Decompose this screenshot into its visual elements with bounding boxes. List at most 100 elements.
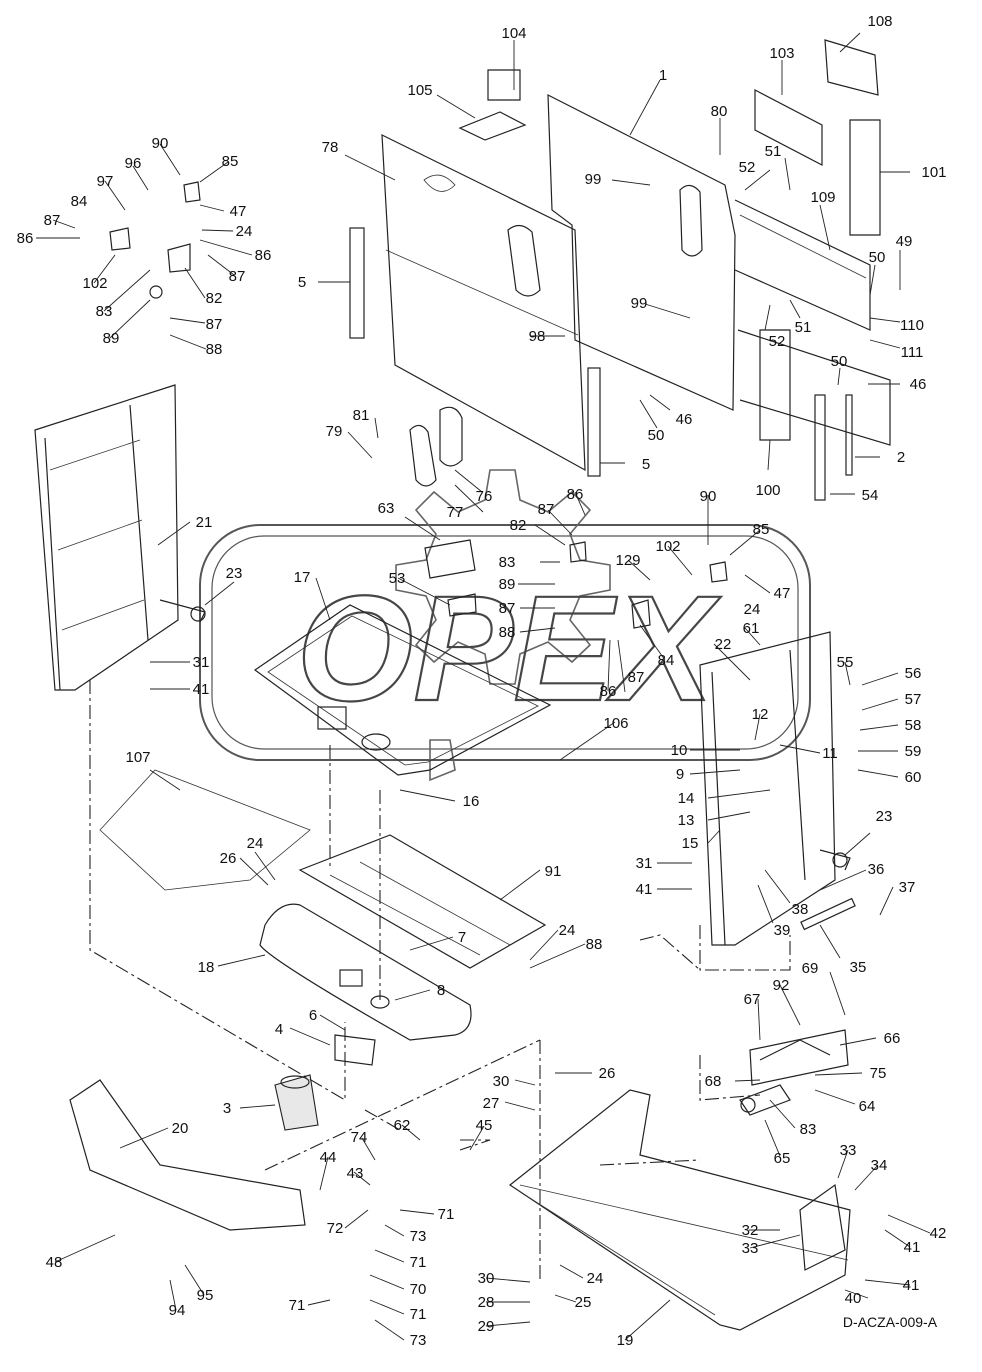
part-label: 29	[478, 1318, 495, 1335]
part-label: 55	[837, 654, 854, 671]
part-label: 56	[905, 665, 922, 682]
part-label: 51	[795, 319, 812, 336]
part-label: 65	[774, 1150, 791, 1167]
part-label: 104	[501, 25, 526, 42]
part-label: 64	[859, 1098, 876, 1115]
part-label: 94	[169, 1302, 186, 1319]
part-label: 16	[463, 793, 480, 810]
part-label: 59	[905, 743, 922, 760]
part-label: 82	[510, 517, 527, 534]
floor-mat	[253, 604, 552, 776]
part-label: 45	[476, 1117, 493, 1134]
part-label: 36	[868, 861, 885, 878]
part-label: 41	[636, 881, 653, 898]
part-label: 26	[599, 1065, 616, 1082]
part-label: 7	[458, 929, 466, 946]
part-label: 47	[230, 203, 247, 220]
part-label: 67	[744, 991, 761, 1008]
part-label: 54	[862, 487, 879, 504]
part-label: 41	[903, 1277, 920, 1294]
right-frame	[699, 631, 856, 946]
part-label: 21	[196, 514, 213, 531]
part-label: 89	[103, 330, 120, 347]
part-label: 31	[193, 654, 210, 671]
part-label: 17	[294, 569, 311, 586]
part-label: 14	[678, 790, 695, 807]
part-label: 83	[800, 1121, 817, 1138]
part-label: 5	[642, 456, 650, 473]
base-frame	[508, 1089, 851, 1331]
part-label: 60	[905, 769, 922, 786]
part-label: 24	[559, 922, 576, 939]
part-label: 42	[930, 1225, 947, 1242]
part-label: 103	[769, 45, 794, 62]
left-frame	[34, 384, 206, 691]
part-label: 69	[802, 960, 819, 977]
bracket-assembly-left	[109, 181, 201, 299]
part-label: 58	[905, 717, 922, 734]
part-label: 85	[753, 521, 770, 538]
part-label: 108	[867, 13, 892, 30]
part-label: 5	[298, 274, 306, 291]
part-label: 71	[410, 1254, 427, 1271]
part-label: 49	[896, 233, 913, 250]
part-label: 71	[410, 1306, 427, 1323]
part-label: 107	[125, 749, 150, 766]
part-label: 109	[810, 189, 835, 206]
part-label: 102	[82, 275, 107, 292]
part-label: 3	[223, 1100, 231, 1117]
part-label: 24	[247, 835, 264, 852]
part-label: 61	[743, 620, 760, 637]
part-label: 70	[410, 1281, 427, 1298]
part-label: 84	[71, 193, 88, 210]
part-label: 46	[676, 411, 693, 428]
bracket-assembly-center	[424, 539, 728, 629]
part-label: 44	[320, 1149, 337, 1166]
part-label: 62	[394, 1117, 411, 1134]
engine-mount	[274, 1034, 376, 1131]
part-label: 68	[705, 1073, 722, 1090]
part-label: 98	[529, 328, 546, 345]
linkage-assembly	[739, 1029, 849, 1116]
part-label: 75	[870, 1065, 887, 1082]
part-label: 90	[152, 135, 169, 152]
part-label: 24	[587, 1270, 604, 1287]
part-label: 24	[236, 223, 253, 240]
part-label: 8	[437, 982, 445, 999]
part-label: 78	[322, 139, 339, 156]
part-label: 101	[921, 164, 946, 181]
part-label: 96	[125, 155, 142, 172]
part-label: 77	[447, 504, 464, 521]
part-label: 79	[326, 423, 343, 440]
part-label: 99	[585, 171, 602, 188]
part-label: 110	[900, 317, 924, 334]
part-label: 51	[765, 143, 782, 160]
part-label: 63	[378, 500, 395, 517]
part-label: 6	[309, 1007, 317, 1024]
part-label: 106	[603, 715, 628, 732]
part-label: 48	[46, 1254, 63, 1271]
part-label: 50	[648, 427, 665, 444]
part-label: 87	[499, 600, 516, 617]
watermark-logo: OPEX	[199, 469, 811, 782]
side-panel	[547, 94, 891, 477]
part-label: 10	[671, 742, 688, 759]
part-label: 87	[44, 212, 61, 229]
part-label: 88	[586, 936, 603, 953]
part-label: 87	[538, 501, 555, 518]
part-label: 22	[715, 636, 732, 653]
part-label: 83	[96, 303, 113, 320]
part-label: 24	[744, 601, 761, 618]
part-label: 26	[220, 850, 237, 867]
part-label: 27	[483, 1095, 500, 1112]
part-label: 81	[353, 407, 370, 424]
part-label: 4	[275, 1021, 283, 1038]
part-label: 47	[774, 585, 791, 602]
bottom-cover	[69, 1079, 306, 1231]
part-label: 41	[193, 681, 210, 698]
part-label: 87	[628, 669, 645, 686]
part-label: 13	[678, 812, 695, 829]
part-label: 71	[438, 1206, 455, 1223]
